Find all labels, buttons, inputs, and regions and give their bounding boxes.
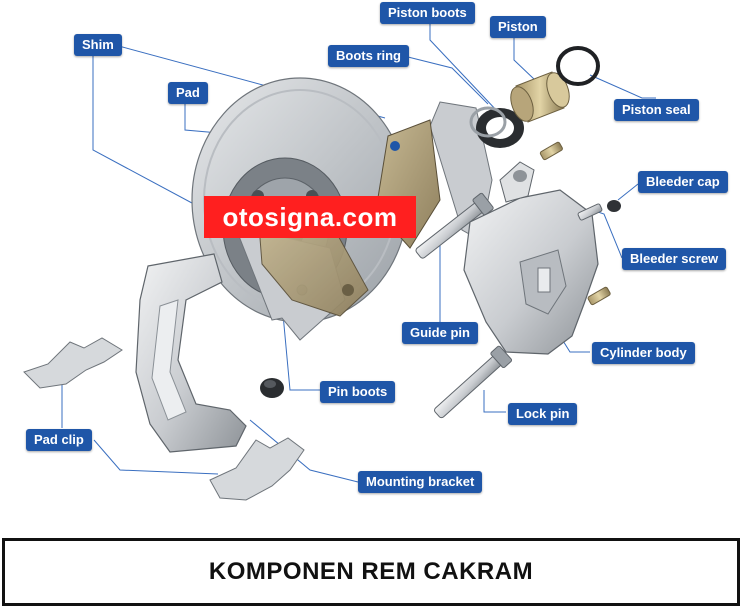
guide-pin-part <box>415 192 494 259</box>
label-piston-seal: Piston seal <box>614 99 699 121</box>
lock-pin-part <box>434 345 513 419</box>
label-piston: Piston <box>490 16 546 38</box>
piston-boots-part <box>476 108 524 148</box>
leader-mounting-bracket <box>249 419 359 483</box>
leader-pad-clip-lower <box>93 439 219 475</box>
label-guide-pin: Guide pin <box>402 322 478 344</box>
leader-piston-boots <box>429 24 499 113</box>
disc-brake-exploded-view <box>23 24 656 501</box>
label-pad-clip: Pad clip <box>26 429 92 451</box>
label-cylinder-body: Cylinder body <box>592 342 695 364</box>
pin-boots-part <box>260 378 284 398</box>
label-pad: Pad <box>168 82 208 104</box>
title-bar: KOMPONEN REM CAKRAM <box>2 538 740 606</box>
label-bleeder-cap: Bleeder cap <box>638 171 728 193</box>
pad-clip-part <box>209 437 305 501</box>
leader-bleeder-cap <box>617 183 639 201</box>
leader-piston-seal <box>589 74 656 99</box>
watermark: otosigna.com <box>204 196 416 238</box>
leader-shim <box>92 56 206 211</box>
pad-clip-part <box>23 337 123 389</box>
leader-lines <box>61 24 656 483</box>
piston-part <box>510 71 570 123</box>
label-mounting-bracket: Mounting bracket <box>358 471 483 493</box>
label-piston-boots: Piston boots <box>380 2 475 24</box>
bleeder-cap-part <box>607 200 621 212</box>
boots-ring-part <box>469 106 507 138</box>
label-lock-pin: Lock pin <box>508 403 578 425</box>
caliper-bolt <box>539 141 563 161</box>
label-shim: Shim <box>74 34 122 56</box>
caliper-bolt <box>587 286 611 306</box>
diagram-title: KOMPONEN REM CAKRAM <box>208 558 534 585</box>
label-pin-boots: Pin boots <box>320 381 396 403</box>
bleeder-screw-part <box>577 203 603 221</box>
piston-seal-part <box>556 46 600 86</box>
label-bleeder-screw: Bleeder screw <box>622 248 727 270</box>
leader-boots-ring <box>407 56 489 105</box>
leader-lock-pin <box>483 390 506 413</box>
leader-piston <box>513 38 536 81</box>
label-boots-ring: Boots ring <box>328 45 409 67</box>
